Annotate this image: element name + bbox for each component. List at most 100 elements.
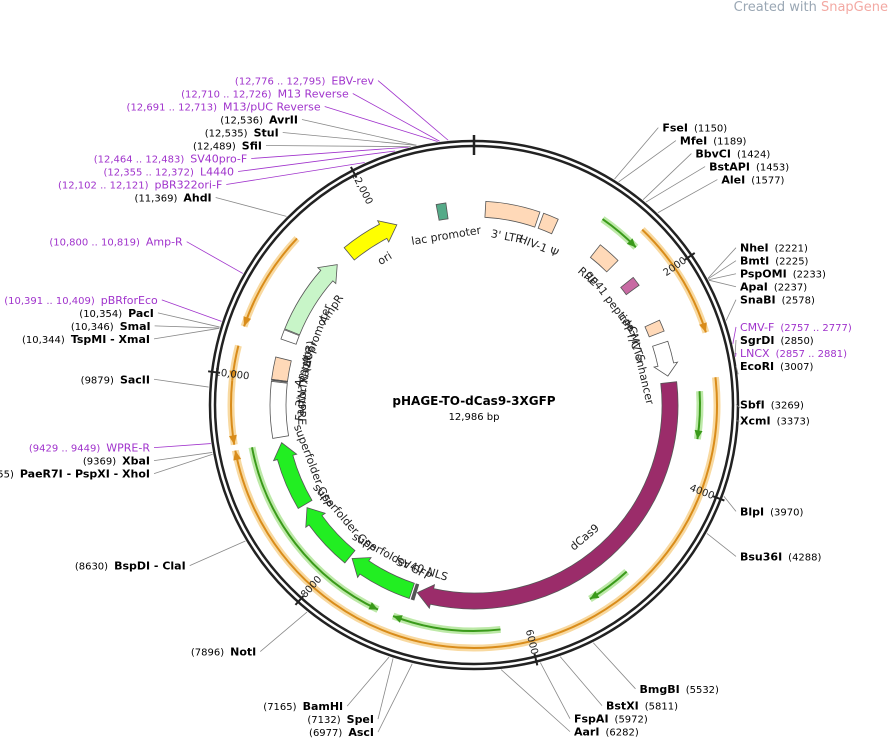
orf-arrowhead (589, 590, 600, 600)
enzyme-position: (1424) (737, 150, 770, 161)
primer-amp-r: (10,800 .. 10,819)Amp-R (49, 236, 183, 249)
snapgene-watermark: Created with SnapGene (734, 0, 888, 15)
enzyme-name: XcmI (740, 415, 771, 428)
label-layer: FseI(1150)MfeI(1189)BbvCI(1424)BstAPI(14… (0, 75, 852, 740)
feature-hiv-1-label: HIV-1 Ψ (517, 232, 561, 260)
primer-m13-reverse: (12,710 .. 12,726)M13 Reverse (181, 88, 349, 101)
enzyme-position: (3269) (771, 401, 804, 412)
leader-line (153, 327, 220, 340)
orf-arrowhead (694, 429, 703, 440)
feature-factor-xa-site (271, 378, 288, 383)
feature-cmv-enhancer (652, 340, 679, 377)
orf-arrowhead (626, 238, 636, 248)
feature-3-ltr (484, 200, 541, 228)
primer-name: Amp-R (146, 236, 183, 249)
primer-lncx: LNCX(2857 .. 2881) (740, 347, 847, 360)
enzyme-name: ApaI (740, 281, 768, 294)
enzyme-xbai: (9369) XbaI (83, 455, 150, 468)
enzyme-sfii: (12,489)SfiI (193, 140, 262, 153)
primer-position: (9429 .. 9449) (29, 444, 101, 455)
primer-position: (12,464 .. 12,483) (94, 155, 185, 166)
primer-position: (2857 .. 2881) (776, 349, 848, 360)
enzyme-position: (7165) (263, 702, 296, 713)
enzyme-name: SfiI (242, 140, 262, 153)
leader-line (153, 378, 209, 388)
enzyme-position: (2850) (780, 336, 813, 347)
leader-line (346, 656, 390, 707)
enzyme-bmti: BmtI(2225) (740, 255, 809, 268)
enzyme-position: (6977) (309, 728, 342, 739)
primer-name: WPRE-R (106, 442, 150, 455)
feature-superfolder-gfp (272, 442, 313, 510)
enzyme-name: BamHI (303, 700, 344, 713)
enzyme-name: BstXI (606, 700, 639, 713)
enzyme-paer7i-pspxi-xhoi: (9355)PaeR7I - PspXI - XhoI (0, 468, 150, 481)
feature-dcas9 (416, 381, 679, 610)
enzyme-mfei: MfeI(1189) (680, 135, 747, 148)
enzyme-bbvci: BbvCI(1424) (695, 148, 770, 161)
enzyme-name: SpeI (347, 713, 374, 726)
leader-line (645, 166, 706, 203)
leader-line (708, 279, 737, 288)
enzyme-name: XbaI (122, 455, 150, 468)
leader-line (559, 656, 603, 706)
tick-mark (684, 252, 696, 261)
tick-label: 10,000 (214, 367, 250, 382)
leader-line (723, 495, 737, 512)
enzyme-sacii: (9879) SacII (81, 373, 150, 386)
enzyme-position: (5532) (686, 685, 719, 696)
enzyme-fspai: FspAI(5972) (574, 713, 648, 726)
feature-3-ltr-label: 3' LTR (490, 227, 525, 246)
orf-arrowhead (233, 450, 242, 461)
orf-arrowhead (699, 322, 707, 333)
feature-rre (589, 244, 619, 273)
enzyme-nhei: NheI(2221) (740, 242, 808, 255)
enzyme-position: (10,346) (71, 322, 114, 333)
leader-line (539, 662, 571, 719)
enzyme-name: FspAI (574, 713, 609, 726)
enzyme-name: PacI (128, 307, 154, 320)
enzyme-position: (9879) (81, 375, 114, 386)
primer-pbr322ori-f: (12,102 .. 12,121)pBR322ori-F (58, 179, 222, 192)
leader-line (238, 150, 396, 172)
feature-wpre-label: WPRE (295, 393, 309, 425)
feature-ampr-promoter (280, 329, 300, 345)
enzyme-name: SacII (120, 373, 150, 386)
orf-arrowhead (368, 602, 378, 610)
enzyme-name: BlpI (740, 505, 764, 518)
enzyme-name: AleI (721, 174, 745, 187)
primer-l4440: (12,355 .. 12,372)L4440 (103, 166, 234, 179)
leader-line (189, 540, 246, 567)
primer-name: M13/pUC Reverse (223, 101, 321, 114)
enzyme-position: (6282) (605, 728, 638, 739)
leader-line (282, 132, 417, 146)
enzyme-name: AarI (574, 726, 599, 739)
enzyme-spei: (7132) SpeI (307, 713, 374, 726)
enzyme-name: AhdI (183, 192, 211, 205)
feature-ampr (284, 264, 338, 336)
leader-line (301, 119, 417, 146)
enzyme-position: (2225) (775, 257, 808, 268)
enzyme-position: (8630) (75, 562, 108, 573)
orf-arrowhead (229, 370, 238, 381)
tick-label: 12,000 (349, 170, 375, 206)
leader-line (592, 642, 636, 690)
leader-line (259, 611, 308, 652)
enzyme-smai: (10,346)SmaI (71, 320, 151, 333)
feature-superfolder-gfp (351, 557, 415, 599)
enzyme-bstapi: BstAPI(1453) (709, 161, 789, 174)
leader-line (657, 179, 718, 214)
enzyme-position: (9369) (83, 457, 116, 468)
enzyme-xcmi: XcmI(3373) (740, 415, 810, 428)
feature-superfolder-gfp (305, 507, 356, 564)
enzyme-position: (3970) (770, 507, 803, 518)
enzyme-position: (2578) (782, 296, 815, 307)
orf-arc (251, 447, 379, 611)
leader-line (215, 197, 287, 217)
tick-mark (208, 370, 221, 374)
enzyme-noti: (7896)NotI (191, 646, 256, 659)
enzyme-name: TspMI - XmaI (71, 333, 150, 346)
enzyme-position: (7132) (307, 715, 340, 726)
enzyme-bsu36i: Bsu36I(4288) (740, 550, 822, 563)
feature-hiv-1 (537, 212, 559, 235)
